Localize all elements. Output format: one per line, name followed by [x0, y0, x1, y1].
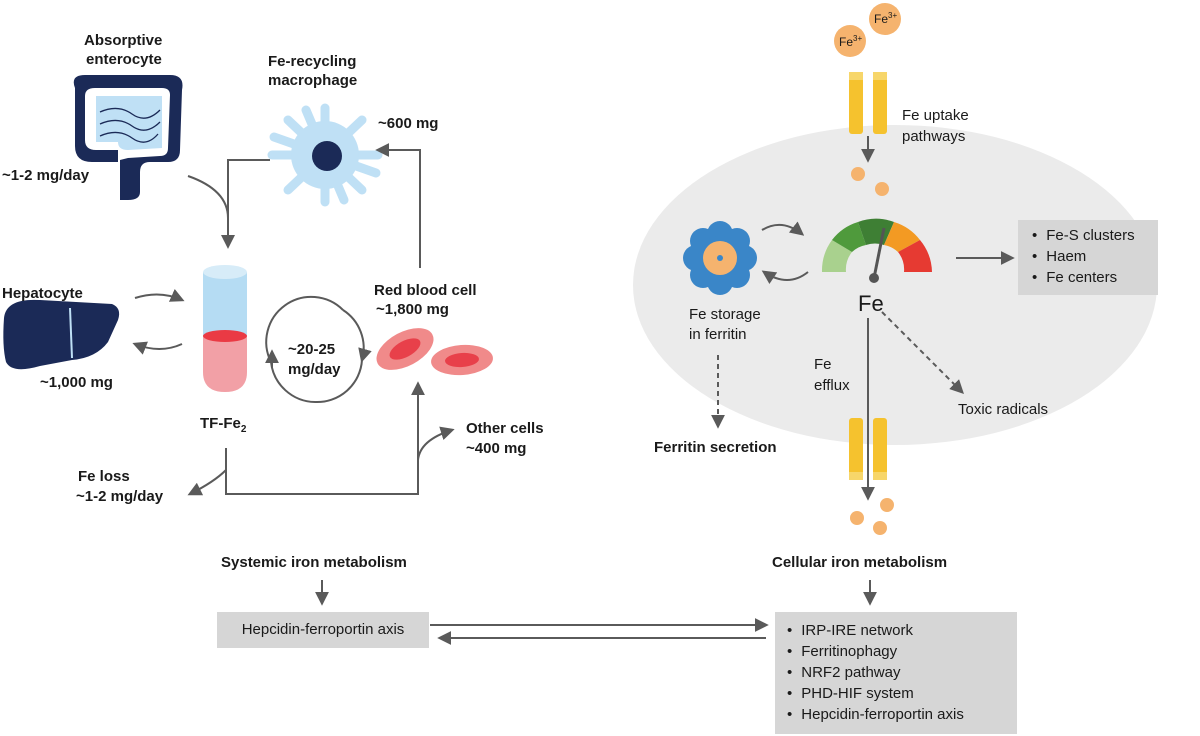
fe-center-label: Fe: [858, 291, 884, 316]
fe-ion-1: Fe3+: [839, 34, 863, 49]
rbc-value: ~1,800 mg: [376, 301, 449, 318]
regulator-item: PHD-HIF system: [787, 683, 1017, 704]
macrophage-label-1: Fe-recycling: [268, 53, 357, 70]
storage-label-2: in ferritin: [689, 326, 747, 343]
efflux-label-1: Fe: [814, 356, 832, 373]
uptake-label-2: pathways: [902, 128, 966, 145]
systemic-title: Systemic iron metabolism: [221, 554, 407, 571]
ferritin-icon: [683, 221, 757, 295]
macrophage-label-2: macrophage: [268, 72, 358, 89]
cell-body: [633, 125, 1157, 445]
rbc-label: Red blood cell: [374, 282, 477, 299]
iron-ions: [834, 3, 901, 57]
iron-particles: [850, 167, 894, 535]
ferritin-secretion-label: Ferritin secretion: [654, 439, 777, 456]
efflux-channel-icon: [849, 418, 887, 480]
cycle-rate-2: mg/day: [288, 361, 341, 378]
systemic-arrows: [132, 143, 769, 645]
cellular-arrows: [711, 136, 1015, 606]
iron-use-item: Fe-S clusters: [1032, 225, 1158, 246]
regulator-item: NRF2 pathway: [787, 662, 1017, 683]
circulation-cycle: [265, 295, 372, 404]
liver-icon: [3, 299, 120, 370]
cellular-regulators-box: IRP-IRE network Ferritinophagy NRF2 path…: [775, 612, 1017, 734]
iron-gauge-icon: [821, 218, 932, 283]
iron-use-item: Fe centers: [1032, 267, 1158, 288]
cellular-title: Cellular iron metabolism: [772, 554, 948, 571]
regulator-item: IRP-IRE network: [787, 620, 1017, 641]
uptake-label-1: Fe uptake: [902, 107, 969, 124]
hepatocyte-value: ~1,000 mg: [40, 374, 113, 391]
other-cells-value: ~400 mg: [466, 440, 527, 457]
iron-use-item: Haem: [1032, 246, 1158, 267]
enterocyte-label-2: enterocyte: [86, 51, 162, 68]
iron-uses-box: Fe-S clusters Haem Fe centers: [1018, 220, 1158, 295]
toxic-radicals-label: Toxic radicals: [958, 401, 1049, 418]
uptake-channel-icon: [849, 72, 887, 134]
systemic-regulator-box: Hepcidin-ferroportin axis: [217, 612, 429, 648]
storage-label-1: Fe storage: [689, 306, 761, 323]
efflux-label-2: efflux: [814, 377, 850, 394]
fe-ion-2: Fe3+: [874, 11, 898, 26]
transferrin-label: TF-Fe2: [200, 415, 247, 435]
enterocyte-label-1: Absorptive: [84, 32, 163, 49]
intestine-icon: [73, 75, 183, 200]
fe-loss-label: Fe loss: [78, 468, 130, 485]
macrophage-value: ~600 mg: [378, 115, 439, 132]
cycle-rate-1: ~20-25: [288, 341, 336, 358]
transferrin-tube-icon: [203, 265, 247, 392]
other-cells-label: Other cells: [466, 420, 544, 437]
regulator-item: Ferritinophagy: [787, 641, 1017, 662]
hepatocyte-label: Hepatocyte: [2, 285, 83, 302]
fe-loss-value: ~1-2 mg/day: [76, 488, 164, 505]
enterocyte-value: ~1-2 mg/day: [2, 167, 90, 184]
regulator-item: Hepcidin-ferroportin axis: [787, 704, 1017, 725]
red-blood-cells-icon: [376, 328, 493, 376]
macrophage-icon: [267, 103, 383, 207]
